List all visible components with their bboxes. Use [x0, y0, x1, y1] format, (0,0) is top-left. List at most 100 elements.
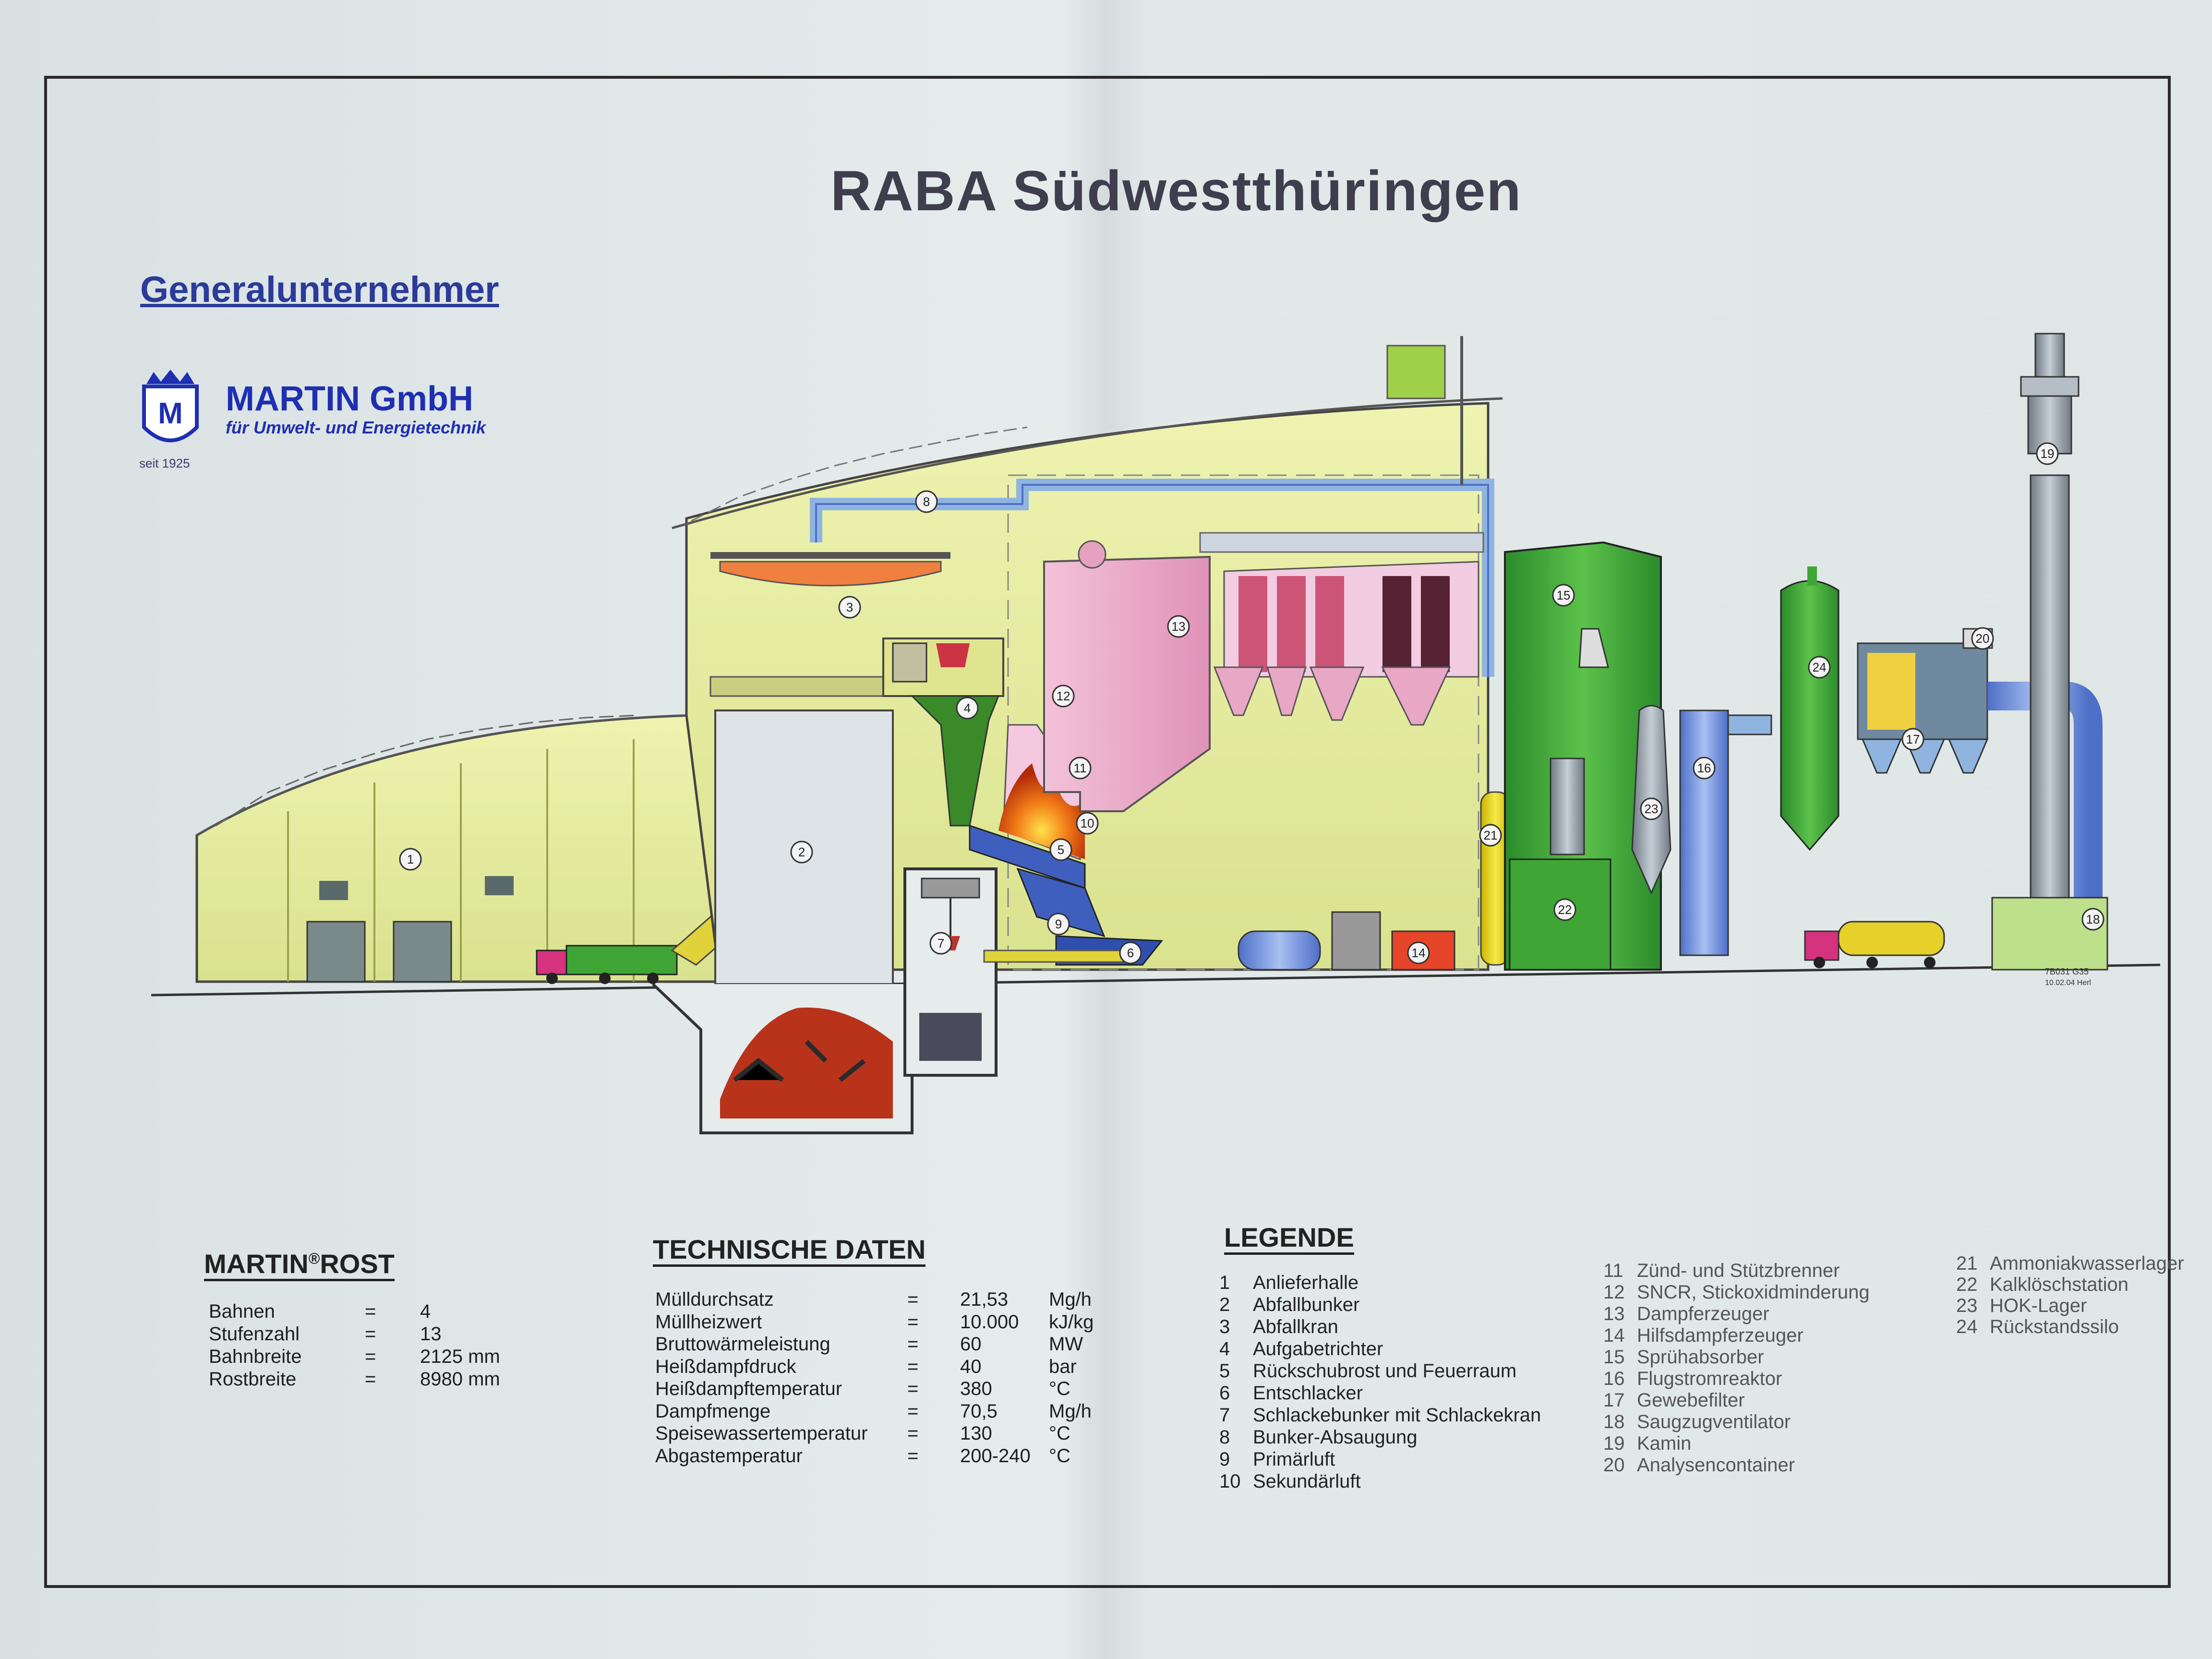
crown-shield-icon: M	[142, 370, 199, 443]
steam-generator	[1043, 532, 1484, 812]
legend-number: 2	[1219, 1294, 1230, 1315]
martin-rost-heading-a: MARTIN	[204, 1249, 309, 1279]
tech-value: 21,53	[960, 1289, 1009, 1310]
logo-name: MARTIN GmbH	[226, 380, 473, 418]
water-tank	[1238, 930, 1321, 971]
legend-number: 8	[1219, 1427, 1230, 1448]
callout-label: 13	[1172, 619, 1186, 634]
legende-heading-text: LEGENDE	[1224, 1222, 1354, 1255]
technische-daten-heading-text: TECHNISCHE DATEN	[653, 1234, 926, 1267]
callout-label: 17	[1906, 732, 1920, 746]
callout-circle	[2081, 908, 2104, 931]
legend-number: 19	[1603, 1433, 1625, 1454]
callout-label: 1	[407, 852, 414, 866]
callout-label: 11	[1074, 761, 1087, 775]
legend-number: 9	[1219, 1449, 1230, 1470]
legend-text: Entschlacker	[1253, 1382, 1363, 1404]
callout-circle	[2036, 442, 2059, 465]
rost-label: Bahnen	[209, 1301, 275, 1322]
callout-circle	[1119, 941, 1142, 964]
callout-circle	[399, 848, 422, 871]
rost-equals: =	[365, 1301, 376, 1322]
callout-circle	[1052, 685, 1075, 708]
legend-text: Abfallkran	[1253, 1316, 1338, 1337]
rost-value: 2125 mm	[420, 1346, 500, 1367]
tech-equals: =	[907, 1311, 919, 1333]
legend-number: 13	[1603, 1303, 1625, 1324]
callout-circle	[1552, 584, 1575, 607]
tech-unit: °C	[1049, 1423, 1070, 1444]
legend-text: Hilfsdampferzeuger	[1637, 1325, 1803, 1346]
tech-equals: =	[907, 1378, 919, 1399]
flue-stream-reactor	[1679, 709, 1729, 956]
legend-text: Bunker-Absaugung	[1253, 1427, 1418, 1448]
rost-value: 8980 mm	[420, 1369, 500, 1390]
legend-number: 22	[1956, 1274, 1978, 1295]
tech-unit: bar	[1049, 1356, 1077, 1377]
callout-label: 4	[964, 701, 971, 715]
plant-cross-section: 123456789101112131415161718192021222324 …	[151, 333, 2161, 1134]
tech-equals: =	[907, 1289, 919, 1310]
logo-since: seit 1925	[139, 456, 190, 470]
callout-label: 24	[1813, 660, 1827, 674]
callout-label: 10	[1081, 816, 1094, 830]
callout-label: 12	[1057, 689, 1070, 703]
callout-circle	[956, 697, 979, 720]
legend-text: Rückstandssilo	[1990, 1316, 2119, 1337]
legend-text: Anlieferhalle	[1253, 1272, 1359, 1293]
callout-label: 9	[1055, 917, 1062, 931]
legend-number: 4	[1219, 1338, 1230, 1359]
legend-number: 10	[1219, 1471, 1241, 1492]
tech-unit: °C	[1049, 1445, 1070, 1467]
tech-value: 130	[960, 1423, 992, 1444]
callout-circle	[1069, 757, 1092, 780]
callout-circle	[1640, 797, 1663, 820]
callout-label: 19	[2041, 446, 2055, 461]
tech-equals: =	[907, 1334, 919, 1355]
tech-label: Heißdampfdruck	[655, 1356, 796, 1377]
callout-label: 20	[1976, 631, 1990, 646]
tech-unit: Mg/h	[1049, 1400, 1092, 1422]
technische-daten-heading: TECHNISCHE DATEN	[653, 1234, 926, 1267]
legend-item: 19 Kamin	[1603, 1433, 1691, 1455]
drawing-number: 7B031 G35	[2045, 967, 2089, 976]
legend-number: 17	[1603, 1390, 1625, 1411]
tech-label: Müllheizwert	[655, 1311, 762, 1333]
rost-label: Bahnbreite	[209, 1346, 302, 1367]
legend-text: Analysencontainer	[1637, 1455, 1795, 1476]
callout-circle	[1076, 812, 1099, 835]
tech-label: Mülldurchsatz	[655, 1289, 774, 1310]
callout-label: 3	[846, 600, 853, 614]
tech-equals: =	[907, 1445, 919, 1467]
callout-label: 6	[1127, 946, 1134, 960]
legend-text: Abfallbunker	[1253, 1294, 1360, 1315]
martin-rost-heading: MARTIN®ROST	[204, 1248, 395, 1281]
legende-heading: LEGENDE	[1224, 1222, 1354, 1255]
legend-item: 1 Anlieferhalle	[1219, 1272, 1358, 1294]
legend-text: Kamin	[1637, 1433, 1692, 1454]
registered-mark: ®	[308, 1250, 320, 1267]
boiler-house-frame	[1007, 474, 1479, 971]
legend-number: 3	[1219, 1316, 1230, 1337]
tech-equals: =	[907, 1356, 919, 1377]
legend-number: 1	[1219, 1272, 1230, 1293]
tech-unit: MW	[1049, 1334, 1083, 1355]
tech-value: 380	[960, 1378, 992, 1399]
residue-silo	[1780, 580, 1839, 851]
stack	[2020, 333, 2080, 899]
callout-label: 14	[1412, 946, 1426, 960]
legend-text: Schlackebunker mit Schlackekran	[1253, 1405, 1541, 1426]
tech-equals: =	[907, 1423, 919, 1444]
martin-logo: M MARTIN GmbH für Umwelt- und Energietec…	[139, 370, 619, 475]
